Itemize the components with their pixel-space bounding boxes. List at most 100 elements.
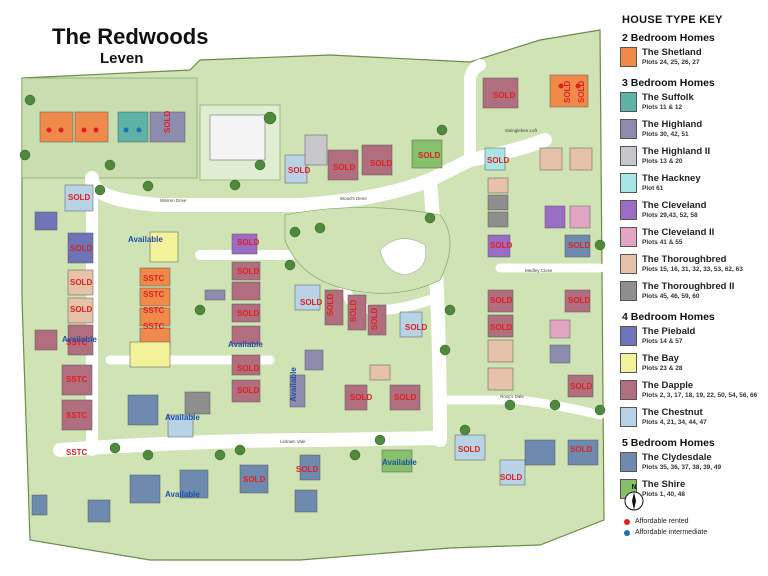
sold-label: SOLD bbox=[490, 241, 512, 250]
sold-label: SOLD bbox=[237, 267, 259, 276]
sold-label: SOLD bbox=[70, 278, 92, 287]
sold-label: SOLD bbox=[68, 193, 90, 202]
sold-label: SOLD bbox=[237, 238, 259, 247]
color-swatch bbox=[620, 227, 637, 247]
sold-label: SOLD bbox=[237, 386, 259, 395]
red-dot-icon bbox=[624, 518, 630, 525]
street-label: Swinglebee Loft bbox=[505, 128, 538, 133]
house-plots: Plots 11 & 12 bbox=[642, 104, 683, 111]
street-labels: Warren Drive Wood's Dene Swinglebee Loft… bbox=[160, 128, 553, 444]
color-swatch bbox=[620, 173, 637, 193]
house-plots: Plots 2, 3, 17, 18, 19, 22, 50, 54, 56, … bbox=[642, 392, 758, 399]
sold-label: SOLD bbox=[405, 323, 427, 332]
street-label: Medley Close bbox=[525, 268, 553, 273]
color-swatch bbox=[620, 254, 637, 274]
sold-label: SOLD bbox=[568, 241, 590, 250]
sold-label: SOLD bbox=[300, 298, 322, 307]
sold-label: SOLD bbox=[490, 323, 512, 332]
color-swatch bbox=[620, 92, 637, 112]
house-plots: Plots 13 & 20 bbox=[642, 158, 683, 165]
sold-label: SOLD bbox=[418, 151, 440, 160]
available-label: Available bbox=[382, 458, 417, 467]
house-name: The Clydesdale bbox=[642, 452, 712, 463]
sstc-label: SSTC bbox=[143, 322, 165, 331]
house-plots: Plots 23 & 28 bbox=[642, 365, 683, 372]
sold-label: SOLD bbox=[163, 111, 172, 133]
affordable-markers bbox=[46, 83, 581, 133]
blue-dot-icon bbox=[624, 529, 630, 536]
house-plots: Plots 1, 40, 48 bbox=[642, 491, 685, 498]
color-swatch bbox=[620, 200, 637, 220]
sold-label: SOLD bbox=[370, 159, 392, 168]
street-label: Warren Drive bbox=[160, 198, 187, 203]
house-plots: Plots 41 & 55 bbox=[642, 239, 683, 246]
houses bbox=[31, 74, 599, 523]
sold-label: SOLD bbox=[570, 445, 592, 454]
page-subtitle: Leven bbox=[100, 50, 144, 67]
legend-intermediate: Affordable intermediate bbox=[624, 527, 707, 538]
sold-label: SOLD bbox=[70, 244, 92, 253]
available-label: Available bbox=[165, 490, 200, 499]
section-3-bed: 3 Bedroom Homes bbox=[622, 77, 715, 89]
available-label: Available bbox=[62, 335, 97, 344]
color-swatch bbox=[620, 353, 637, 373]
key-title: HOUSE TYPE KEY bbox=[622, 14, 723, 26]
sold-label: SOLD bbox=[568, 296, 590, 305]
compass-label: N bbox=[631, 484, 636, 491]
sold-labels: SOLD SOLD SOLD SOLD SOLD SOLD SOLD SOLD … bbox=[68, 81, 592, 484]
sold-label: SOLD bbox=[237, 364, 259, 373]
sold-label: SOLD bbox=[237, 309, 259, 318]
house-name: The Highland bbox=[642, 119, 703, 130]
color-swatch bbox=[620, 281, 637, 301]
available-label: Available bbox=[228, 340, 263, 349]
north-compass-icon: N bbox=[624, 484, 644, 511]
section-4-bed: 4 Bedroom Homes bbox=[622, 311, 715, 323]
house-name: The Dapple bbox=[642, 380, 694, 391]
sold-label: SOLD bbox=[70, 305, 92, 314]
legend-rented: Affordable rented bbox=[624, 516, 707, 527]
house-plots: Plots 45, 46, 59, 60 bbox=[642, 293, 700, 300]
house-plots: Plots 15, 16, 31, 32, 33, 53, 62, 63 bbox=[642, 266, 743, 273]
house-plots: Plots 4, 21, 34, 44, 47 bbox=[642, 419, 707, 426]
sstc-label: SSTC bbox=[66, 448, 88, 457]
color-swatch bbox=[620, 146, 637, 166]
sold-label: SOLD bbox=[370, 308, 379, 330]
street-label: Roxy's Dale bbox=[500, 394, 524, 399]
sold-label: SOLD bbox=[493, 91, 515, 100]
sold-label: SOLD bbox=[296, 465, 318, 474]
legend-label: Affordable rented bbox=[635, 518, 689, 525]
legend-label: Affordable intermediate bbox=[635, 529, 708, 536]
sold-label: SOLD bbox=[333, 163, 355, 172]
sold-label: SOLD bbox=[500, 473, 522, 482]
house-name: The Piebald bbox=[642, 326, 696, 337]
sstc-label: SSTC bbox=[143, 306, 165, 315]
house-plots: Plots 24, 25, 26, 27 bbox=[642, 59, 700, 66]
sold-label: SOLD bbox=[349, 300, 358, 322]
sold-label: SOLD bbox=[490, 296, 512, 305]
house-name: The Shire bbox=[642, 479, 686, 490]
sstc-labels: SSTC SSTC SSTC SSTC SSTC SSTC SSTC SSTC bbox=[66, 274, 165, 457]
sold-label: SOLD bbox=[577, 81, 586, 103]
sold-label: SOLD bbox=[243, 475, 265, 484]
sstc-label: SSTC bbox=[66, 411, 88, 420]
available-label: Available bbox=[128, 235, 163, 244]
page-title: The Redwoods bbox=[52, 24, 209, 49]
sold-label: SOLD bbox=[563, 81, 572, 103]
section-2-bed: 2 Bedroom Homes bbox=[622, 32, 715, 44]
street-label: Lintown Vale bbox=[280, 439, 306, 444]
sold-label: SOLD bbox=[288, 166, 310, 175]
house-name: The Cleveland bbox=[642, 200, 707, 211]
